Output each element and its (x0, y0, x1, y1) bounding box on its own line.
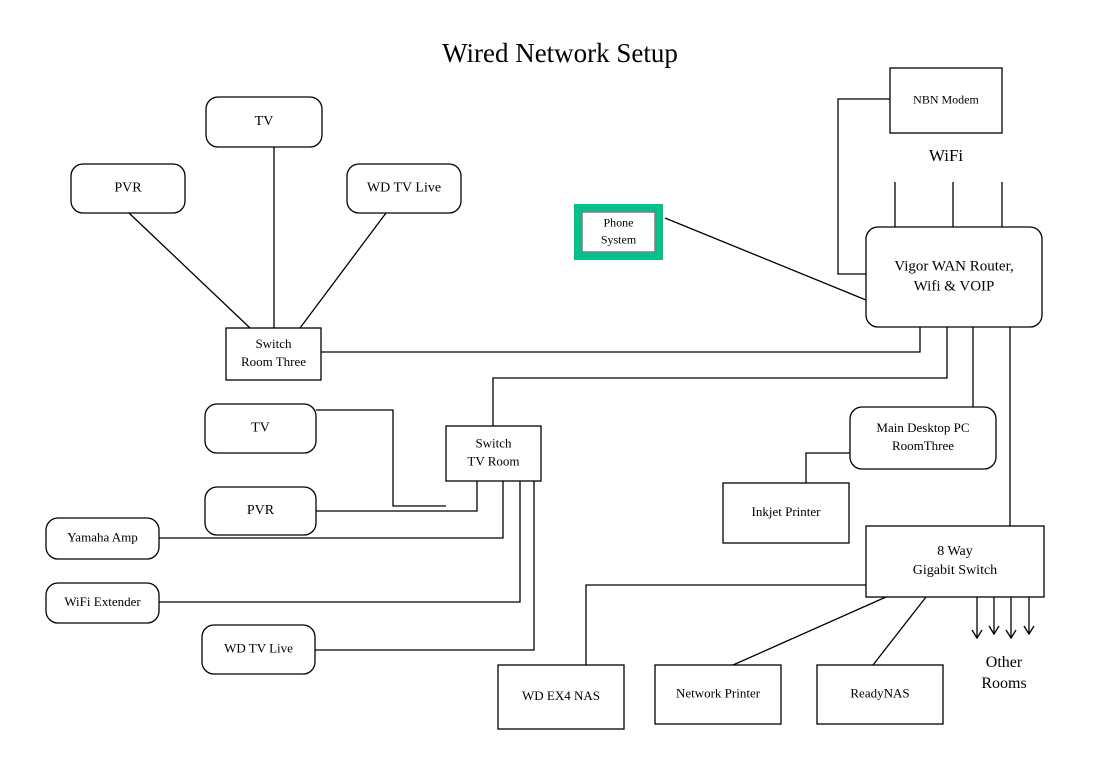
node-main-desktop-pc[interactable]: Main Desktop PC RoomThree (849, 406, 997, 470)
node-label-nbn-modem: NBN Modem (913, 92, 979, 106)
link-pvr-room-three-to-switch (128, 212, 251, 329)
page-title: Wired Network Setup (442, 38, 678, 68)
node-inkjet-printer[interactable]: Inkjet Printer (722, 482, 850, 544)
node-tv-room-three[interactable]: TV (205, 96, 323, 148)
node-label-main-desktop-pc: RoomThree (892, 438, 954, 453)
link-tv-tv-room-to-switch (316, 409, 446, 507)
node-label-switch-room-three: Switch (255, 336, 292, 351)
wifi-label: WiFi (929, 146, 964, 165)
link-gigabit-switch-to-network-printer (732, 596, 887, 666)
node-wd-tv-live-tv-room[interactable]: WD TV Live (201, 624, 316, 675)
node-ready-nas[interactable]: ReadyNAS (816, 664, 944, 725)
node-label-wd-tv-live-room-three: WD TV Live (367, 181, 441, 196)
link-phone-system-to-router (664, 217, 867, 301)
node-label-network-printer: Network Printer (676, 685, 761, 700)
link-pvr-tv-room-to-switch (316, 481, 478, 512)
node-vigor-router[interactable]: Vigor WAN Router, Wifi & VOIP (865, 226, 1043, 328)
link-gigabit-switch-to-wd-ex4 (585, 584, 866, 665)
node-tv-tv-room[interactable]: TV (204, 403, 317, 454)
node-label-inkjet-printer: Inkjet Printer (752, 504, 822, 519)
node-yamaha-amp[interactable]: Yamaha Amp (45, 517, 160, 560)
link-gigabit-switch-to-ready-nas (872, 596, 927, 666)
node-pvr-room-three[interactable]: PVR (70, 163, 186, 214)
other-room-arrow-2 (988, 597, 1000, 636)
node-label-switch-tv-room: Switch (475, 435, 512, 450)
node-label-switch-room-three: Room Three (241, 354, 306, 369)
node-label-wd-ex4-nas: WD EX4 NAS (522, 688, 600, 703)
node-label-vigor-router: Wifi & VOIP (914, 278, 995, 294)
node-label-wd-tv-live-tv-room: WD TV Live (224, 640, 293, 655)
other-rooms-arrows-layer (971, 597, 1035, 640)
link-switch-tv-room-to-router (492, 327, 948, 426)
node-label-ready-nas: ReadyNAS (850, 685, 909, 700)
node-label-wifi-extender: WiFi Extender (64, 594, 141, 609)
other-room-arrow-3 (1005, 597, 1017, 640)
node-label-vigor-router: Vigor WAN Router, (894, 258, 1013, 274)
node-wd-tv-live-room-three[interactable]: WD TV Live (346, 163, 462, 214)
node-pvr-tv-room[interactable]: PVR (204, 486, 317, 536)
other-room-arrow-4 (1023, 597, 1035, 636)
node-label-tv-tv-room: TV (251, 421, 270, 436)
link-nbn-modem-to-router (837, 98, 890, 275)
node-label-pvr-room-three: PVR (114, 181, 142, 196)
link-wd-tv-live-to-switch (299, 212, 387, 329)
node-label-gigabit-switch: Gigabit Switch (913, 563, 997, 578)
node-label-main-desktop-pc: Main Desktop PC (876, 420, 969, 435)
link-switch-room-three-to-router (321, 327, 921, 353)
node-label-phone-system: System (601, 232, 637, 246)
link-wd-tv-live-tv-room-to-switch (315, 481, 535, 651)
node-network-printer[interactable]: Network Printer (654, 664, 782, 725)
connection-lines-layer (128, 98, 1011, 666)
link-main-desktop-pc-to-inkjet (805, 452, 850, 483)
node-label-tv-room-three: TV (255, 114, 274, 129)
node-label-yamaha-amp: Yamaha Amp (67, 529, 138, 544)
link-yamaha-amp-to-switch (159, 481, 504, 539)
node-nbn-modem[interactable]: NBN Modem (889, 67, 1003, 134)
link-wifi-extender-to-switch (159, 481, 521, 603)
wifi-antennas-layer (894, 182, 1003, 228)
node-label-phone-system: Phone (604, 215, 634, 229)
node-wifi-extender[interactable]: WiFi Extender (45, 582, 160, 624)
node-label-pvr-tv-room: PVR (247, 503, 275, 518)
other-room-arrow-1 (971, 597, 983, 640)
node-label-switch-tv-room: TV Room (467, 453, 519, 468)
node-label-gigabit-switch: 8 Way (937, 544, 973, 559)
node-switch-tv-room[interactable]: Switch TV Room (445, 425, 542, 482)
node-wd-ex4-nas[interactable]: WD EX4 NAS (497, 664, 625, 730)
